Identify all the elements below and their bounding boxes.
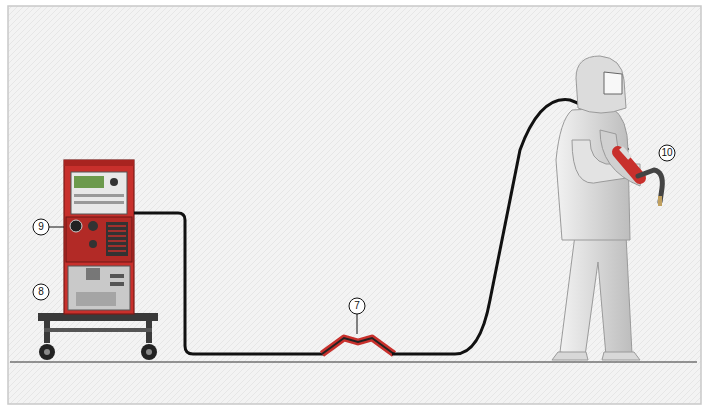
leader-line xyxy=(49,227,64,228)
callout-number: 9 xyxy=(33,219,49,235)
hosepack-coupling xyxy=(322,338,394,354)
floor-line xyxy=(10,361,697,362)
interconnecting-hosepack xyxy=(134,213,324,354)
callout-number: 10 xyxy=(659,145,675,161)
callout-number: 8 xyxy=(33,284,49,300)
welding-torch xyxy=(618,148,662,206)
background-frame xyxy=(8,6,701,404)
leader-line xyxy=(357,314,358,334)
welder-figure xyxy=(552,56,642,360)
welding-power-source xyxy=(64,160,134,314)
callout-circles xyxy=(33,145,675,314)
callout-number: 7 xyxy=(349,298,365,314)
trolley xyxy=(38,313,158,360)
